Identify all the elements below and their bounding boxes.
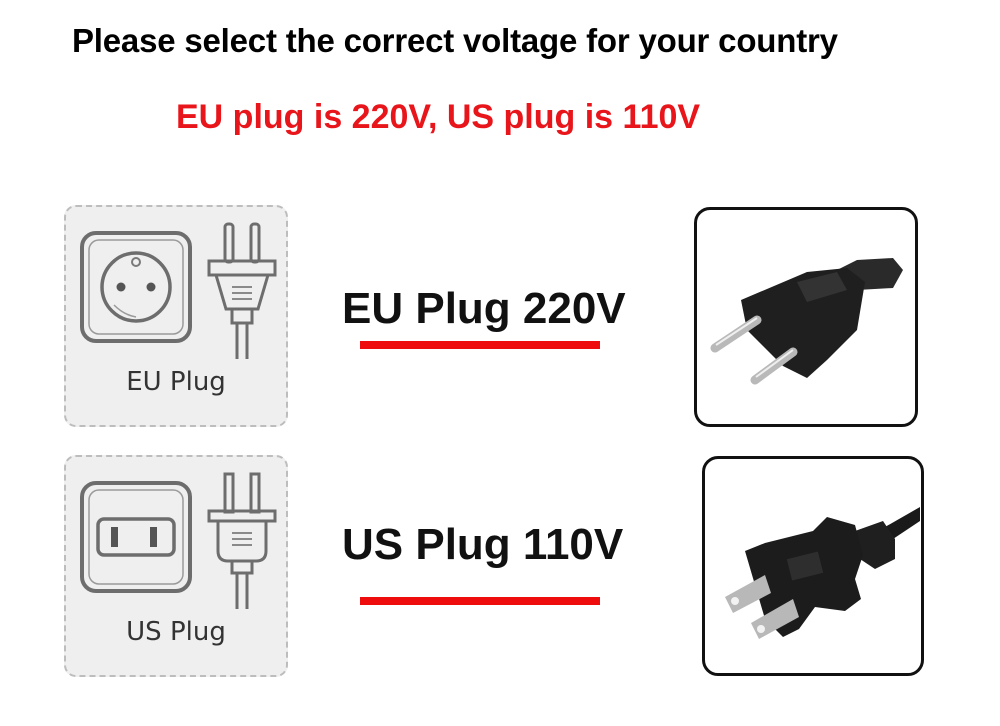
- us-plug-icon-card: US Plug: [64, 455, 288, 677]
- us-plug-heading: US Plug 110V: [342, 520, 624, 569]
- page-title: Please select the correct voltage for yo…: [72, 22, 838, 59]
- eu-plug-photo: [694, 207, 918, 427]
- us-plug-icon: [207, 472, 277, 609]
- us-plug-photo-icon: [725, 507, 920, 639]
- eu-plug-icon: [207, 222, 277, 359]
- eu-plug-heading: EU Plug 220V: [342, 284, 626, 333]
- eu-plug-card-label: EU Plug: [126, 367, 226, 397]
- eu-plug-icon-card: EU Plug: [64, 205, 288, 427]
- us-plug-card-label: US Plug: [126, 617, 226, 647]
- us-socket-icon: [80, 481, 192, 593]
- eu-socket-icon: [80, 231, 192, 343]
- us-red-underline: [360, 597, 600, 605]
- us-plug-photo: [702, 456, 924, 676]
- eu-red-underline: [360, 341, 600, 349]
- eu-plug-photo-icon: [710, 258, 903, 385]
- voltage-subtitle: EU plug is 220V, US plug is 110V: [176, 98, 701, 136]
